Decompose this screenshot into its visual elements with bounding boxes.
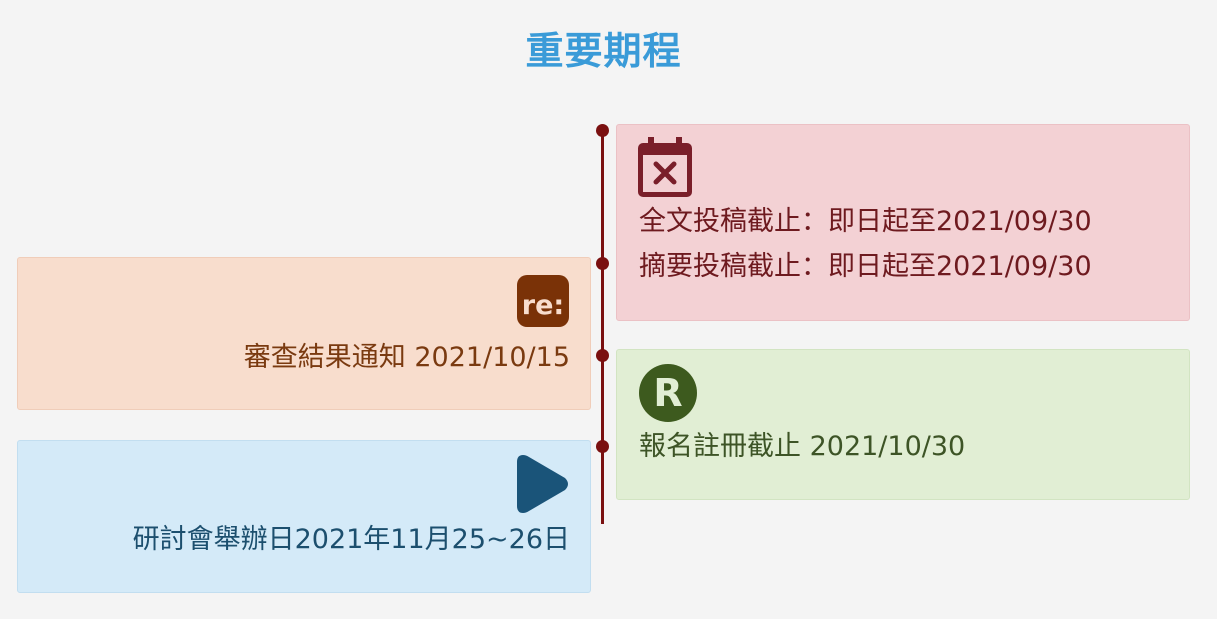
registration-deadline-card: R 報名註冊截止 2021/10/30: [616, 349, 1190, 500]
submission-abstract-text: 摘要投稿截止：即日起至2021/09/30: [639, 251, 1092, 282]
submission-deadline-card: 全文投稿截止：即日起至2021/09/30 摘要投稿截止：即日起至2021/09…: [616, 124, 1190, 321]
timeline-line: [601, 128, 604, 524]
review-notification-text: 審查結果通知 2021/10/15: [243, 342, 570, 373]
registered-icon: R: [639, 364, 697, 422]
timeline-dot: [596, 257, 609, 270]
timeline-dot: [596, 124, 609, 137]
timeline-dot: [596, 349, 609, 362]
registration-deadline-text: 報名註冊截止 2021/10/30: [639, 431, 966, 462]
registered-icon-text: R: [653, 371, 683, 415]
play-icon: [517, 455, 568, 513]
page-title: 重要期程: [525, 29, 682, 73]
calendar-x-icon: [638, 137, 692, 197]
reply-icon: re:: [517, 275, 569, 327]
timeline-dot: [596, 440, 609, 453]
reply-icon-text: re:: [521, 290, 565, 321]
conference-date-text: 研討會舉辦日2021年11月25~26日: [132, 524, 570, 555]
review-notification-card: re: 審查結果通知 2021/10/15: [17, 257, 591, 410]
submission-fullpaper-text: 全文投稿截止：即日起至2021/09/30: [639, 206, 1092, 237]
conference-date-card: 研討會舉辦日2021年11月25~26日: [17, 440, 591, 593]
